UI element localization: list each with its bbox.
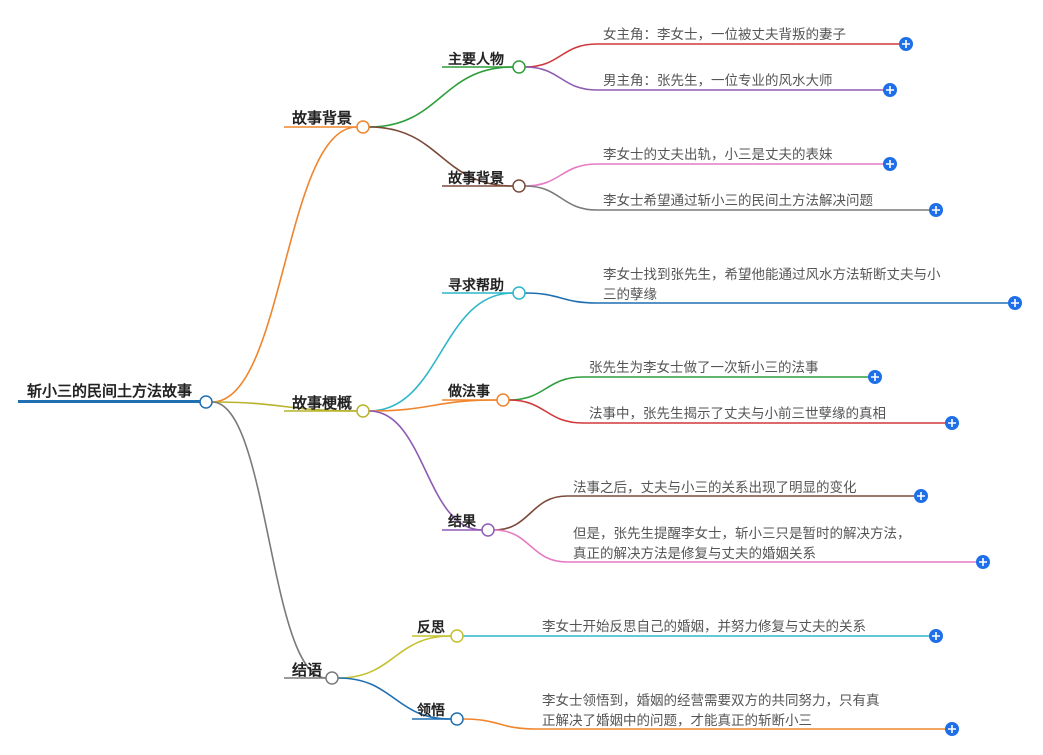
collapse-toggle[interactable]: [512, 179, 526, 193]
leaf-label: 李女士的丈夫出轨，小三是丈夫的表妹: [603, 146, 833, 163]
edge-leaf-3: [524, 185, 598, 211]
leaf-label: 女主角：李女士，一位被丈夫背叛的妻子: [603, 26, 846, 43]
mindmap-nodes: 斩小三的民间土方法故事 故事背景 故事梗概 结语 主要人物 故事背景 寻求帮助: [18, 26, 1022, 736]
expand-plus-icon[interactable]: [929, 203, 943, 217]
leaf-label-line1: 李女士领悟到，婚姻的经营需要双方的共同努力，只有真: [542, 692, 880, 709]
expand-plus-icon[interactable]: [899, 37, 913, 51]
root-collapse-toggle[interactable]: [199, 395, 213, 409]
expand-plus-icon[interactable]: [883, 83, 897, 97]
edge-leaf-1: [524, 66, 598, 91]
collapse-toggle[interactable]: [450, 712, 464, 726]
expand-plus-icon[interactable]: [945, 416, 959, 430]
branch-ending[interactable]: 结语: [292, 661, 339, 685]
edge-leaf-7: [493, 495, 568, 531]
leaf-label-line2: 三的孽缘: [603, 287, 657, 303]
collapse-toggle[interactable]: [356, 404, 370, 418]
edge-leaf-6: [508, 399, 584, 424]
collapse-toggle[interactable]: [356, 120, 370, 134]
edge-leaf-10: [462, 718, 537, 730]
edge-root-ending: [211, 401, 327, 679]
collapse-toggle[interactable]: [512, 60, 526, 74]
subtopic-label: 领悟: [417, 702, 445, 719]
edge-root-background: [211, 126, 358, 403]
expand-plus-icon[interactable]: [868, 370, 882, 384]
leaf-label: 李女士开始反思自己的婚姻，并努力修复与丈夫的关系: [542, 618, 866, 635]
expand-plus-icon[interactable]: [945, 722, 959, 736]
subtopic-label: 故事背景: [448, 170, 504, 187]
leaf-heroine[interactable]: 女主角：李女士，一位被丈夫背叛的妻子: [603, 26, 913, 51]
leaf-label: 张先生为李女士做了一次斩小三的法事: [589, 359, 819, 376]
edge-result: [368, 410, 483, 531]
edge-leaf-8: [493, 529, 568, 563]
leaf-label: 男主角：张先生，一位专业的风水大师: [603, 73, 833, 89]
collapse-toggle[interactable]: [325, 671, 339, 685]
expand-plus-icon[interactable]: [883, 157, 897, 171]
leaf-reflect[interactable]: 李女士开始反思自己的婚姻，并努力修复与丈夫的关系: [542, 618, 943, 643]
edge-leaf-4: [524, 292, 598, 304]
leaf-reminder[interactable]: 但是，张先生提醒李女士，斩小三只是暂时的解决方法， 真正的解决方法是修复与丈夫的…: [573, 525, 990, 569]
branch-story-outline[interactable]: 故事梗概: [292, 394, 370, 418]
expand-plus-icon[interactable]: [914, 489, 928, 503]
subtopic-realize[interactable]: 领悟: [417, 702, 464, 726]
subtopic-label: 主要人物: [448, 51, 504, 68]
edge-realize: [337, 677, 452, 720]
root-underline: [18, 400, 206, 403]
branch-label: 故事背景: [292, 109, 352, 127]
collapse-toggle[interactable]: [450, 629, 464, 643]
leaf-label-line1: 李女士找到张先生，希望他能通过风水方法斩断丈夫与小: [603, 266, 941, 283]
leaf-truth[interactable]: 法事中，张先生揭示了丈夫与小前三世孽缘的真相: [589, 405, 959, 430]
branch-label: 结语: [292, 661, 322, 679]
expand-plus-icon[interactable]: [929, 629, 943, 643]
collapse-toggle[interactable]: [481, 523, 495, 537]
expand-plus-icon[interactable]: [976, 555, 990, 569]
leaf-label: 李女士希望通过斩小三的民间土方法解决问题: [603, 192, 873, 209]
edge-leaf-2: [524, 163, 598, 187]
connector-lines: [211, 43, 1009, 730]
subtopic-seek-help[interactable]: 寻求帮助: [448, 277, 526, 300]
edge-characters: [368, 66, 514, 128]
edge-leaf-5: [508, 376, 584, 401]
leaf-label-line2: 正解决了婚姻中的问题，才能真正的斩断小三: [542, 713, 812, 729]
leaf-hope[interactable]: 李女士希望通过斩小三的民间土方法解决问题: [603, 192, 943, 217]
leaf-hero[interactable]: 男主角：张先生，一位专业的风水大师: [603, 73, 897, 97]
branch-label: 故事梗概: [292, 394, 352, 412]
branch-story-background[interactable]: 故事背景: [292, 109, 370, 134]
edge-background-sub: [368, 126, 514, 187]
subtopic-label: 反思: [417, 619, 445, 636]
subtopic-background[interactable]: 故事背景: [448, 170, 526, 193]
subtopic-result[interactable]: 结果: [448, 513, 495, 537]
root-label: 斩小三的民间土方法故事: [27, 382, 192, 400]
leaf-realize[interactable]: 李女士领悟到，婚姻的经营需要双方的共同努力，只有真 正解决了婚姻中的问题，才能真…: [542, 692, 959, 736]
leaf-ritual-done[interactable]: 张先生为李女士做了一次斩小三的法事: [589, 359, 882, 384]
edge-seek-help: [368, 292, 514, 412]
collapse-toggle[interactable]: [512, 286, 526, 300]
collapse-toggle[interactable]: [496, 393, 510, 407]
subtopic-label: 寻求帮助: [448, 277, 504, 294]
leaf-find-master[interactable]: 李女士找到张先生，希望他能通过风水方法斩断丈夫与小 三的孽缘: [603, 266, 1022, 310]
subtopic-label: 结果: [448, 513, 477, 530]
edge-reflect: [337, 635, 452, 679]
edge-ritual: [368, 399, 498, 412]
subtopic-ritual[interactable]: 做法事: [447, 383, 510, 407]
leaf-change[interactable]: 法事之后，丈夫与小三的关系出现了明显的变化: [573, 480, 928, 503]
leaf-label: 法事之后，丈夫与小三的关系出现了明显的变化: [573, 480, 857, 496]
subtopic-main-characters[interactable]: 主要人物: [448, 51, 526, 74]
leaf-affair[interactable]: 李女士的丈夫出轨，小三是丈夫的表妹: [603, 146, 897, 171]
expand-plus-icon[interactable]: [1008, 296, 1022, 310]
edge-leaf-0: [524, 43, 598, 68]
leaf-label: 法事中，张先生揭示了丈夫与小前三世孽缘的真相: [589, 405, 886, 422]
root-node[interactable]: 斩小三的民间土方法故事: [18, 382, 213, 409]
subtopic-label: 做法事: [447, 383, 490, 400]
subtopic-reflect[interactable]: 反思: [417, 619, 464, 643]
leaf-label-line1: 但是，张先生提醒李女士，斩小三只是暂时的解决方法，: [573, 525, 911, 542]
leaf-label-line2: 真正的解决方法是修复与丈夫的婚姻关系: [573, 545, 816, 562]
